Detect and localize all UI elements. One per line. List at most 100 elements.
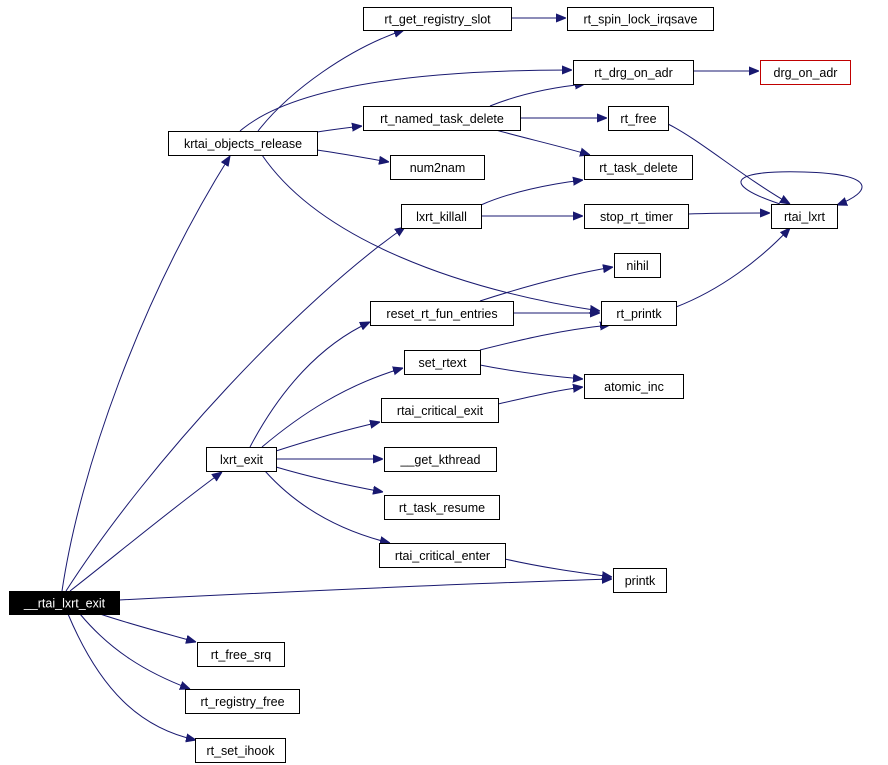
node-label: printk: [625, 574, 656, 588]
node-box[interactable]: [195, 738, 286, 763]
edge-set_rtext-to-rt_printk: [479, 325, 610, 351]
node-lxrt_killall[interactable]: lxrt_killall: [401, 204, 482, 229]
node-box[interactable]: [384, 495, 500, 520]
node-printk[interactable]: printk: [613, 568, 667, 593]
edge-krtai_objects_release-to-rt_named_task_delete: [316, 126, 362, 133]
node-label: rtai_lxrt: [784, 210, 826, 224]
edge-rtai_lxrt_exit-to-rt_free_srq: [99, 613, 196, 642]
node-label: rt_spin_lock_irqsave: [584, 13, 698, 27]
node-nihil[interactable]: nihil: [614, 253, 661, 278]
node-box[interactable]: [771, 204, 838, 229]
node-box[interactable]: [390, 155, 485, 180]
edge-lxrt_killall-to-rt_task_delete: [480, 180, 583, 206]
node-box[interactable]: [760, 60, 851, 85]
node-label: lxrt_killall: [416, 210, 467, 224]
edge-rtai_lxrt_exit-to-lxrt_killall: [65, 227, 405, 592]
node-label: set_rtext: [419, 356, 467, 370]
node-label: rt_free: [620, 112, 656, 126]
node-label: nihil: [626, 259, 648, 273]
node-rt_spin_lock_irqsave[interactable]: rt_spin_lock_irqsave: [567, 7, 714, 31]
node-label: stop_rt_timer: [600, 210, 673, 224]
edge-rt_free-to-rtai_lxrt: [667, 123, 790, 204]
node-rtai_lxrt_exit[interactable]: __rtai_lxrt_exit: [9, 591, 120, 615]
edge-layer: [61, 18, 863, 740]
node-box[interactable]: [401, 204, 482, 229]
node-box[interactable]: [9, 591, 120, 615]
node-box[interactable]: [168, 131, 318, 156]
node-box[interactable]: [573, 60, 694, 85]
node-box[interactable]: [370, 301, 514, 326]
node-rt_set_ihook[interactable]: rt_set_ihook: [195, 738, 286, 763]
edge-lxrt_exit-to-rtai_critical_exit: [275, 422, 380, 452]
node-lxrt_exit[interactable]: lxrt_exit: [206, 447, 277, 472]
edge-lxrt_exit-to-rtai_critical_enter: [264, 470, 390, 543]
node-rt_get_registry_slot[interactable]: rt_get_registry_slot: [363, 7, 512, 31]
node-box[interactable]: [404, 350, 481, 375]
node-reset_rt_fun_entries[interactable]: reset_rt_fun_entries: [370, 301, 514, 326]
node-box[interactable]: [363, 7, 512, 31]
node-label: atomic_inc: [604, 380, 664, 394]
edge-lxrt_exit-to-set_rtext: [261, 368, 403, 448]
node-label: rt_task_delete: [599, 161, 678, 175]
node-box[interactable]: [363, 106, 521, 131]
node-label: rt_named_task_delete: [380, 112, 504, 126]
node-rt_registry_free[interactable]: rt_registry_free: [185, 689, 300, 714]
node-rt_free[interactable]: rt_free: [608, 106, 669, 131]
node-box[interactable]: [567, 7, 714, 31]
node-box[interactable]: [584, 374, 684, 399]
node-rt_printk[interactable]: rt_printk: [601, 301, 677, 326]
node-label: lxrt_exit: [220, 453, 264, 467]
node-box[interactable]: [197, 642, 285, 667]
edge-lxrt_exit-to-rt_task_resume: [275, 466, 383, 492]
node-label: drg_on_adr: [774, 66, 838, 80]
node-label: rt_registry_free: [200, 695, 284, 709]
node-get_kthread[interactable]: __get_kthread: [384, 447, 497, 472]
node-atomic_inc[interactable]: atomic_inc: [584, 374, 684, 399]
node-box[interactable]: [206, 447, 277, 472]
node-set_rtext[interactable]: set_rtext: [404, 350, 481, 375]
node-box[interactable]: [185, 689, 300, 714]
node-label: reset_rt_fun_entries: [386, 307, 497, 321]
node-label: __rtai_lxrt_exit: [23, 597, 106, 611]
node-box[interactable]: [608, 106, 669, 131]
node-num2nam[interactable]: num2nam: [390, 155, 485, 180]
node-rt_named_task_delete[interactable]: rt_named_task_delete: [363, 106, 521, 131]
node-rtai_critical_exit[interactable]: rtai_critical_exit: [381, 398, 499, 423]
node-rt_task_delete[interactable]: rt_task_delete: [584, 155, 693, 180]
node-rt_task_resume[interactable]: rt_task_resume: [384, 495, 500, 520]
edge-rtai_lxrt_exit-to-krtai_objects_release: [61, 156, 230, 592]
node-box[interactable]: [379, 543, 506, 568]
node-label: rtai_critical_enter: [395, 549, 490, 563]
node-box[interactable]: [381, 398, 499, 423]
node-box[interactable]: [614, 253, 661, 278]
node-rtai_lxrt[interactable]: rtai_lxrt: [771, 204, 838, 229]
edge-krtai_objects_release-to-rt_drg_on_adr: [239, 70, 572, 132]
edge-rtai_critical_exit-to-atomic_inc: [497, 387, 583, 405]
node-label: rt_set_ihook: [206, 744, 275, 758]
node-box[interactable]: [613, 568, 667, 593]
node-label: rt_printk: [616, 307, 662, 321]
node-stop_rt_timer[interactable]: stop_rt_timer: [584, 204, 689, 229]
node-krtai_objects_release[interactable]: krtai_objects_release: [168, 131, 318, 156]
node-box[interactable]: [584, 204, 689, 229]
edge-rt_named_task_delete-to-rt_drg_on_adr: [489, 84, 585, 107]
edge-krtai_objects_release-to-num2nam: [316, 149, 389, 162]
node-label: rt_task_resume: [399, 501, 485, 515]
edge-rtai_lxrt_exit-to-printk: [118, 579, 612, 601]
node-rt_drg_on_adr[interactable]: rt_drg_on_adr: [573, 60, 694, 85]
node-label: __get_kthread: [400, 453, 481, 467]
node-label: num2nam: [410, 161, 466, 175]
edge-rt_printk-to-rtai_lxrt: [675, 228, 790, 308]
edge-set_rtext-to-atomic_inc: [479, 364, 583, 379]
node-box[interactable]: [584, 155, 693, 180]
node-layer: __rtai_lxrt_exit krtai_objects_release rt_…: [9, 7, 851, 763]
edge-rtai_lxrt_exit-to-rt_registry_free: [79, 613, 190, 689]
node-label: krtai_objects_release: [184, 137, 302, 151]
node-box[interactable]: [601, 301, 677, 326]
edge-rtai_lxrt_exit-to-rt_set_ihook: [67, 613, 196, 740]
node-label: rt_drg_on_adr: [594, 66, 673, 80]
node-box[interactable]: [384, 447, 497, 472]
node-drg_on_adr[interactable]: drg_on_adr: [760, 60, 851, 85]
node-rt_free_srq[interactable]: rt_free_srq: [197, 642, 285, 667]
node-rtai_critical_enter[interactable]: rtai_critical_enter: [379, 543, 506, 568]
